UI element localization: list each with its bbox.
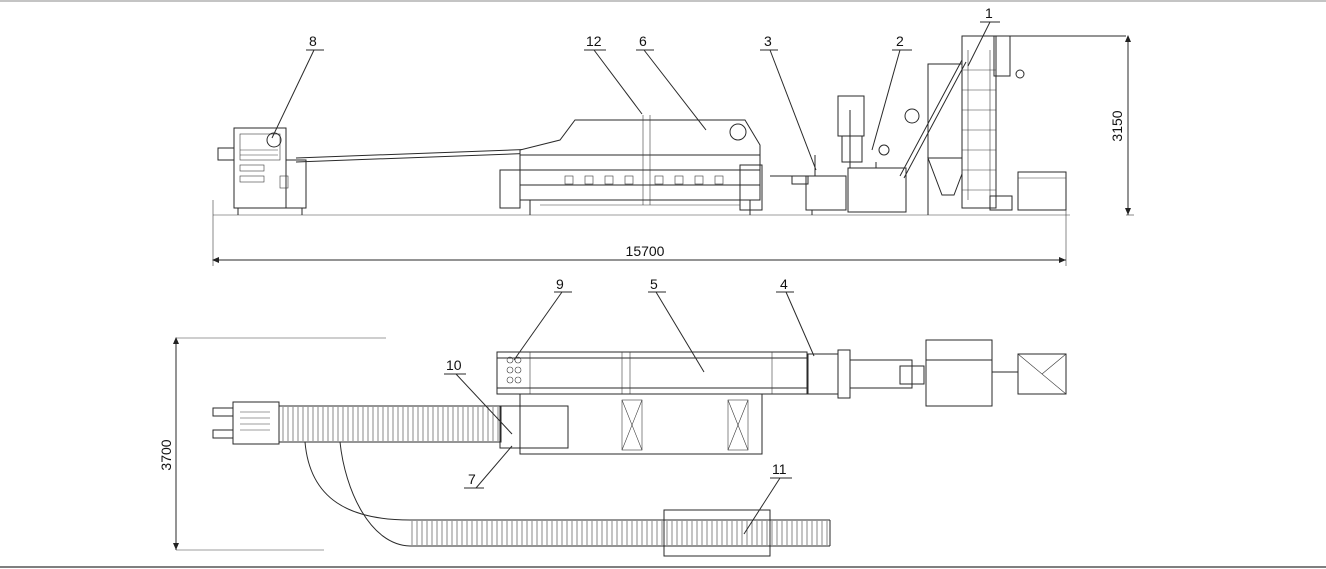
dimension-width: 3700 [158,337,386,551]
width-label: 3700 [158,439,174,470]
dimension-height: 3150 [1109,35,1134,216]
callout-5: 5 [650,276,658,292]
callout-11: 11 [772,461,787,477]
plan-view [212,339,1067,557]
callout-8: 8 [309,33,317,49]
drying-chamber-side [499,115,763,215]
callout-1: 1 [985,5,993,21]
total-length-label: 15700 [626,243,665,259]
callout-9: 9 [556,276,564,292]
elevator-side [899,35,1126,215]
packaging-machine-side [217,127,307,215]
callouts: 1 2 3 4 5 6 7 8 9 10 [271,5,1000,535]
dimension-total-length: 15700 [212,200,1067,266]
height-label: 3150 [1109,110,1125,141]
callout-7: 7 [468,471,476,487]
callout-10: 10 [446,357,462,373]
mixer-side [837,95,907,213]
callout-2: 2 [896,33,904,49]
callout-6: 6 [639,33,647,49]
feeder-side [770,155,847,215]
side-elevation-view [213,35,1126,216]
callout-12: 12 [586,33,602,49]
callout-3: 3 [764,33,772,49]
callout-4: 4 [780,276,788,292]
